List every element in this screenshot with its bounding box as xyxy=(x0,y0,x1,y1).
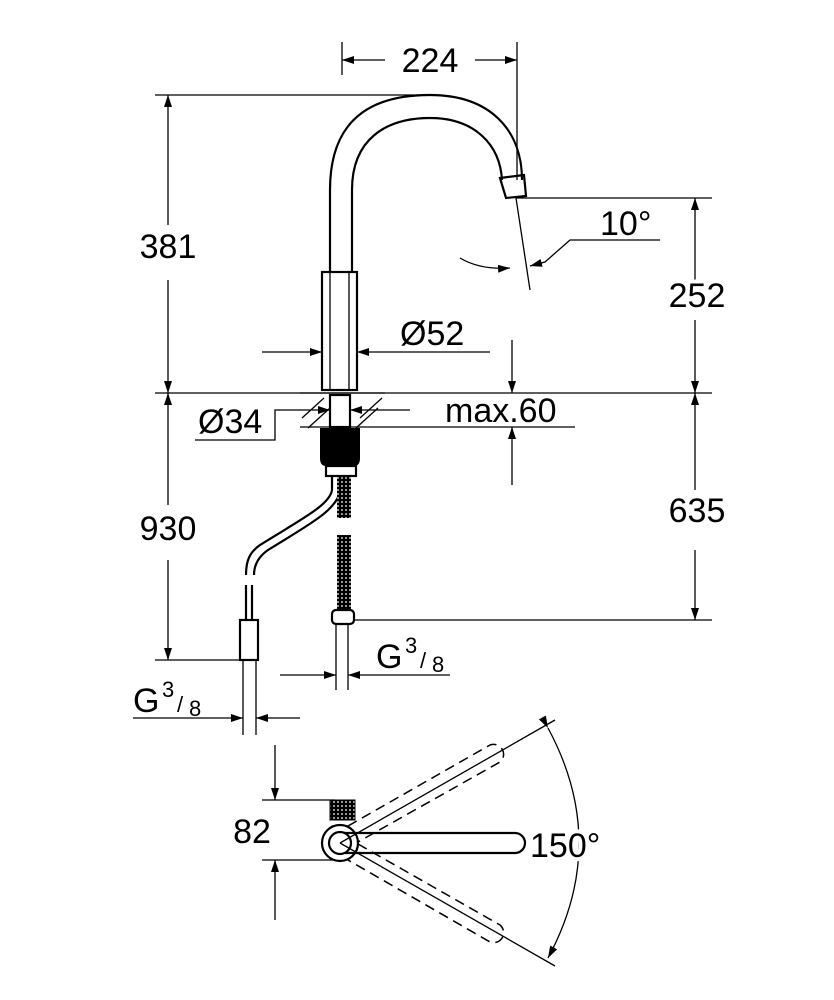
spout-outer xyxy=(328,93,524,272)
svg-text:3: 3 xyxy=(405,633,417,658)
dim-diameter-52: Ø52 xyxy=(400,315,464,353)
svg-text:8: 8 xyxy=(432,652,444,677)
dim-252: 252 xyxy=(669,277,726,315)
braided-hose-top xyxy=(337,476,351,518)
svg-text:3: 3 xyxy=(162,677,174,702)
mounting-shank xyxy=(328,393,352,429)
dim-224: 224 xyxy=(402,42,459,80)
faucet-side-view xyxy=(238,93,528,735)
svg-text:8: 8 xyxy=(189,696,201,721)
dimension-lines xyxy=(133,42,712,967)
spout-inner xyxy=(350,116,504,272)
dim-diameter-34: Ø34 xyxy=(198,403,262,441)
svg-text:G: G xyxy=(376,638,402,676)
right-connector xyxy=(330,608,356,626)
svg-text:/: / xyxy=(177,692,184,717)
dim-635: 635 xyxy=(669,492,726,530)
left-connector xyxy=(238,618,260,662)
faucet-top-view xyxy=(320,743,527,944)
svg-text:/: / xyxy=(420,648,427,673)
lever xyxy=(345,831,527,855)
dim-82: 82 xyxy=(233,813,271,851)
spout-nozzle xyxy=(498,173,528,200)
braided-hose-bottom xyxy=(337,535,351,610)
dim-930: 930 xyxy=(140,510,197,548)
faucet-body xyxy=(320,270,359,392)
dim-10-degrees: 10° xyxy=(600,205,651,243)
dim-max-60: max.60 xyxy=(445,392,557,430)
dim-150-degrees: 150° xyxy=(530,827,600,865)
supply-pipe xyxy=(244,476,334,576)
svg-text:G: G xyxy=(133,682,159,720)
dim-381: 381 xyxy=(140,228,197,266)
dim-g38-right: G 3 / 8 xyxy=(376,633,444,677)
dim-g38-left: G 3 / 8 xyxy=(133,677,201,721)
mounting-nut xyxy=(320,428,360,466)
